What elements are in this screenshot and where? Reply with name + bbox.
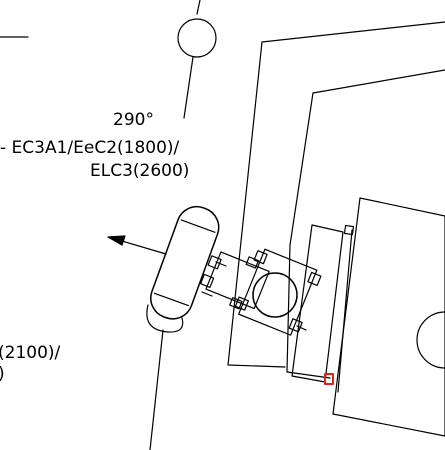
pole-top-circle bbox=[177, 18, 217, 58]
bracket-detail-1 bbox=[215, 261, 227, 267]
direction-arrow-head bbox=[107, 235, 126, 246]
bracket-detail-2 bbox=[201, 291, 213, 297]
left-label-fragment-1: (2100)/ bbox=[0, 343, 61, 363]
status-marker bbox=[324, 373, 334, 385]
pole-lower-line bbox=[149, 329, 164, 450]
pipe-circle bbox=[252, 272, 298, 318]
arm-bracket bbox=[199, 251, 270, 310]
pole-upper-line bbox=[183, 56, 194, 119]
cabinet-inner-edge bbox=[337, 229, 353, 393]
frame-outline-inner bbox=[286, 69, 445, 379]
model-label-line-1: - EC3A1/EeC2(1800)/ bbox=[0, 138, 180, 158]
cabinet-bolt-top bbox=[343, 224, 355, 236]
frame-outline-outer bbox=[227, 21, 445, 368]
cabinet-knob bbox=[416, 311, 445, 369]
antenna-body bbox=[150, 205, 220, 320]
model-label-line-2: ELC3(2600) bbox=[90, 161, 190, 181]
antenna-base-cap bbox=[146, 304, 184, 333]
angle-label: 290° bbox=[113, 110, 154, 130]
clamp-assembly bbox=[234, 248, 322, 336]
mounting-plate bbox=[291, 224, 344, 383]
bracket-detail-3 bbox=[296, 325, 307, 331]
left-label-fragment-2: ) bbox=[0, 364, 5, 384]
pole-top-stub bbox=[196, 0, 201, 15]
